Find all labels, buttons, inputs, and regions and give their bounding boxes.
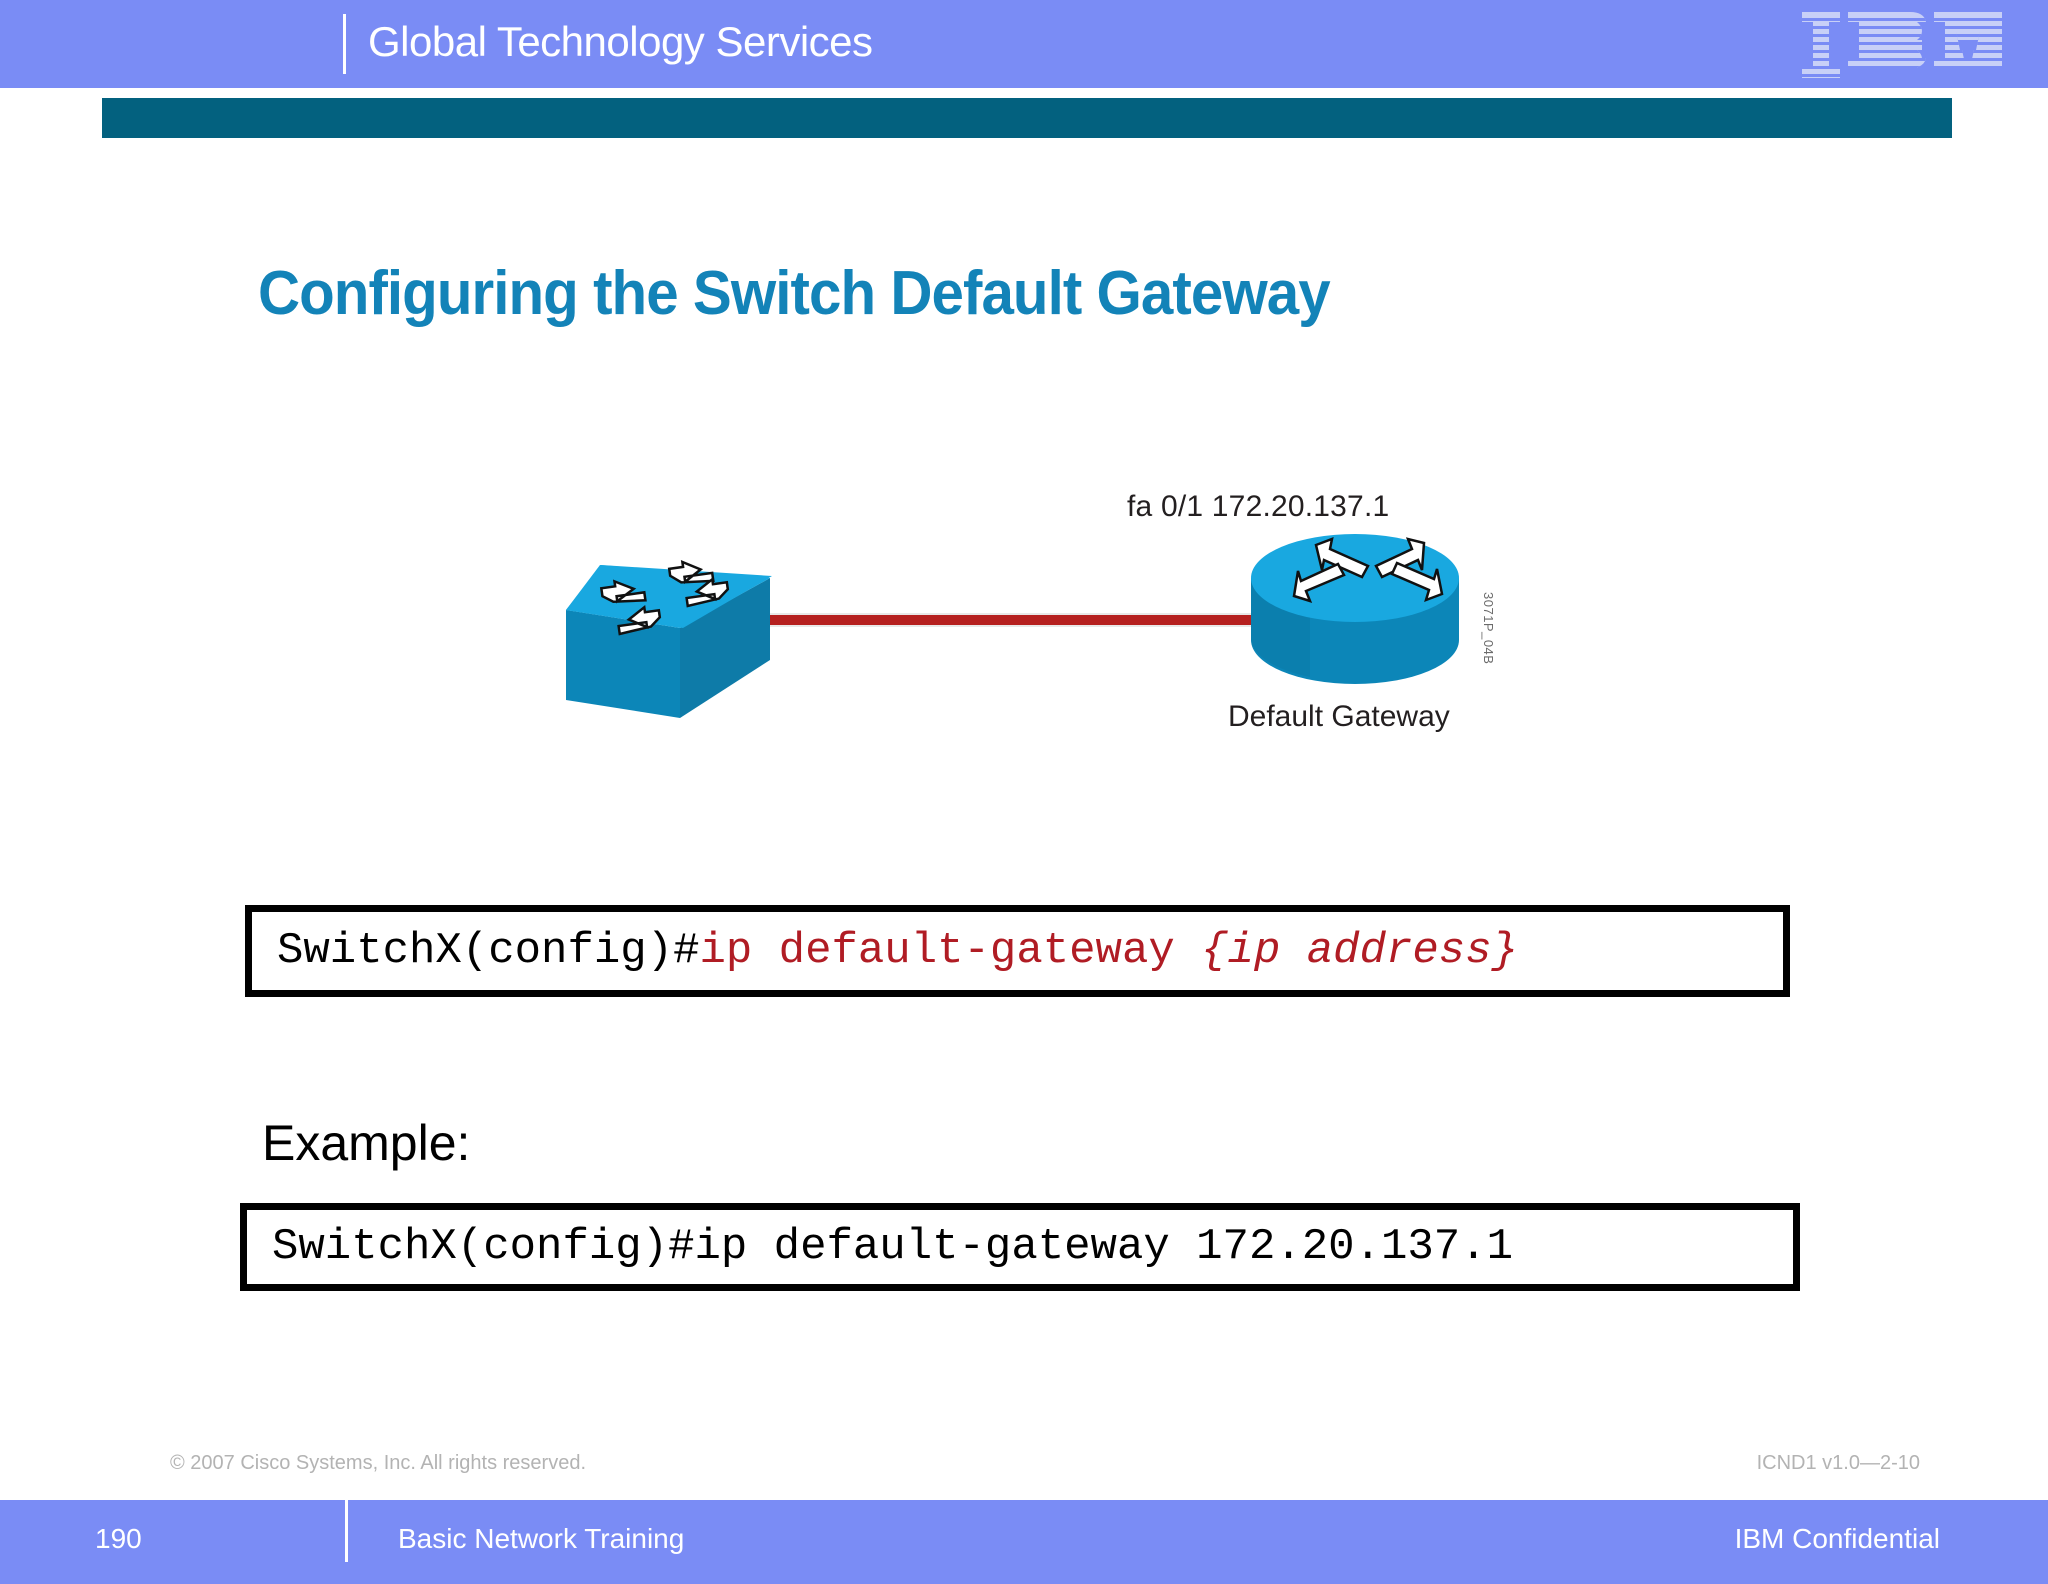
gateway-label: Default Gateway — [1228, 700, 1450, 733]
figure-code-label: 3071P_04B — [1481, 592, 1496, 665]
syntax-command-text: SwitchX(config)#ip default-gateway {ip a… — [252, 926, 1518, 976]
example-command-box: SwitchX(config)#ip default-gateway 172.2… — [240, 1203, 1800, 1291]
header-title: Global Technology Services — [368, 18, 873, 65]
header-divider — [343, 14, 346, 74]
interface-label: fa 0/1 172.20.137.1 — [1127, 490, 1390, 523]
page-number: 190 — [95, 1523, 142, 1554]
ibm-logo-icon — [1802, 12, 2002, 78]
syntax-prompt: SwitchX(config)# — [277, 926, 700, 976]
header-accent-bar — [102, 98, 1952, 138]
page-title: Configuring the Switch Default Gateway — [258, 259, 1331, 328]
syntax-keyword: ip default-gateway — [699, 926, 1202, 976]
header-band: Global Technology Services — [0, 0, 2048, 88]
cisco-copyright: © 2007 Cisco Systems, Inc. All rights re… — [170, 1452, 587, 1474]
footer-divider — [345, 1500, 348, 1562]
confidentiality-label: IBM Confidential — [1734, 1523, 1940, 1554]
example-command-text: SwitchX(config)#ip default-gateway 172.2… — [247, 1222, 1513, 1272]
syntax-command-box: SwitchX(config)#ip default-gateway {ip a… — [245, 905, 1790, 997]
example-label: Example: — [262, 1115, 471, 1171]
syntax-variable: {ip address} — [1201, 926, 1519, 976]
example-command: ip default-gateway 172.20.137.1 — [694, 1222, 1514, 1272]
example-prompt: SwitchX(config)# — [272, 1222, 695, 1272]
footer-band: 190 Basic Network Training IBM Confident… — [0, 1500, 2048, 1584]
course-name: Basic Network Training — [398, 1523, 685, 1554]
switch-icon — [566, 559, 772, 718]
router-icon — [1251, 534, 1459, 684]
cisco-doc-code: ICND1 v1.0—2-10 — [1756, 1452, 1920, 1474]
